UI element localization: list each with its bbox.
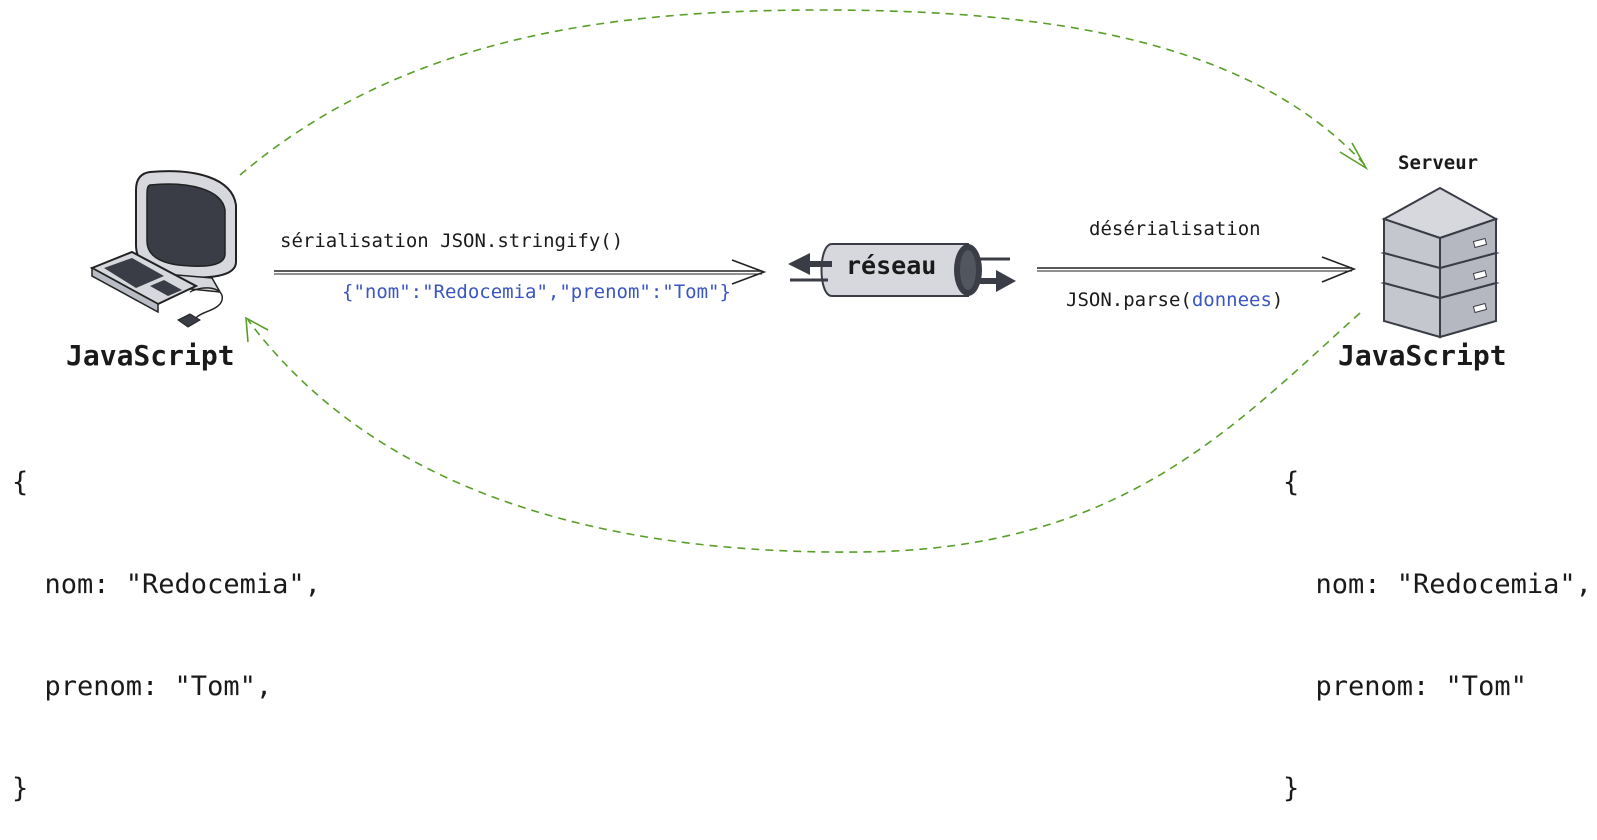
dashed-arrow-bottom: [247, 312, 1361, 553]
code-line: }: [1283, 773, 1300, 804]
code-line: {: [1283, 467, 1300, 498]
code-line: nom: "Redocemia",: [12, 569, 321, 600]
client-object-code: { nom: "Redocemia", prenom: "Tom", }: [12, 398, 321, 840]
server-object-code: { nom: "Redocemia", prenom: "Tom" }: [1283, 398, 1592, 840]
deserialization-arrow: [1037, 256, 1357, 283]
server-title: Serveur: [1398, 152, 1479, 174]
code-line: {: [12, 467, 29, 498]
diagram-canvas: [89, 9, 1500, 553]
serialization-label: sérialisation JSON.stringify(): [280, 230, 624, 252]
json-parse-suffix: ): [1271, 289, 1284, 311]
network-pipe-icon: [788, 243, 1016, 297]
client-language-label: JavaScript: [66, 339, 235, 372]
deserialization-label: désérialisation: [1089, 218, 1261, 240]
serialized-payload: {"nom":"Redocemia","prenom":"Tom"}: [342, 281, 731, 303]
dashed-arrow-top: [239, 9, 1366, 176]
code-line: }: [12, 773, 29, 804]
json-parse-call: JSON.parse(donnees): [1066, 289, 1283, 311]
serialization-arrow: [274, 259, 767, 285]
server-icon: [1380, 186, 1500, 339]
dashed-arrowhead-bottom: [245, 316, 269, 343]
code-line: prenom: "Tom": [1283, 671, 1527, 702]
json-parse-prefix: JSON.parse(: [1066, 289, 1192, 311]
code-line: prenom: "Tom",: [12, 671, 273, 702]
json-parse-arg: donnees: [1191, 289, 1272, 311]
code-line: nom: "Redocemia",: [1283, 569, 1592, 600]
network-label: réseau: [846, 251, 937, 280]
server-language-label: JavaScript: [1338, 339, 1507, 372]
computer-icon: [89, 170, 237, 328]
dashed-arrowhead-top: [1339, 142, 1369, 171]
